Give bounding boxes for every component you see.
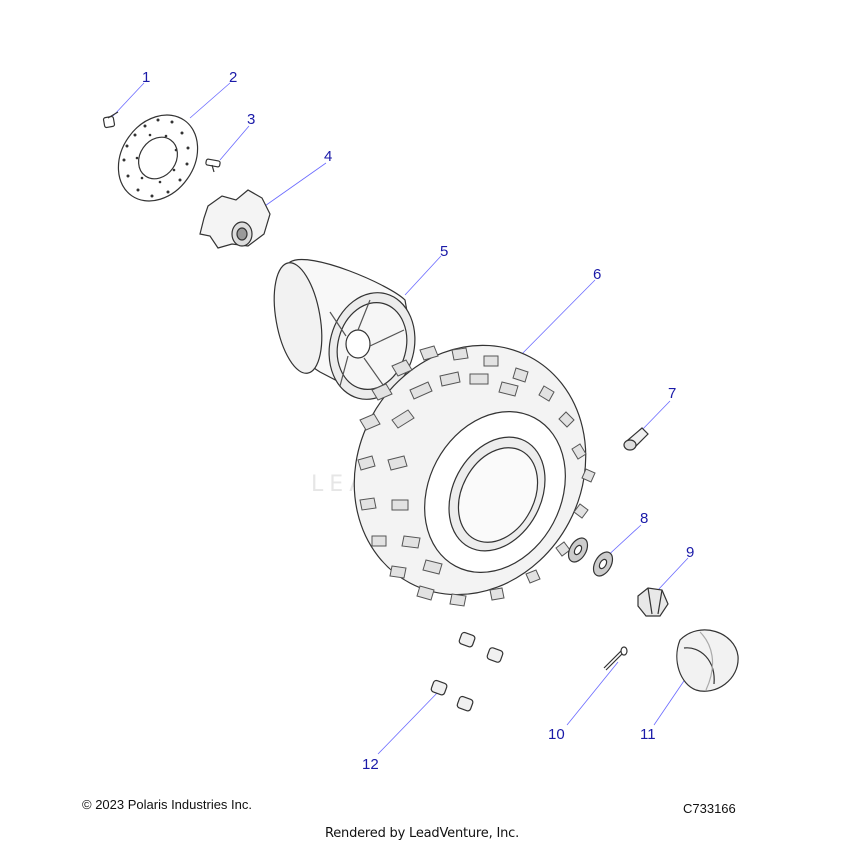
- callout-8[interactable]: 8: [640, 510, 649, 527]
- stud-part-3: [205, 158, 221, 173]
- tire-part-6: [353, 344, 596, 607]
- copyright-text: © 2023 Polaris Industries Inc.: [82, 797, 252, 812]
- callout-5[interactable]: 5: [440, 243, 449, 260]
- valve-stem-part-7: [623, 427, 649, 451]
- rendered-by-text: Rendered by LeadVenture, Inc.: [324, 826, 520, 841]
- castle-nut-part-9: [637, 587, 669, 617]
- callout-1[interactable]: 1: [142, 69, 151, 86]
- washers-part-8: [567, 537, 614, 577]
- hub-part-4: [199, 189, 271, 249]
- callout-3[interactable]: 3: [247, 111, 256, 128]
- brake-disc-part-2: [117, 114, 199, 202]
- callout-2[interactable]: 2: [229, 69, 238, 86]
- diagram-code: C733166: [683, 801, 736, 816]
- callout-6[interactable]: 6: [593, 266, 602, 283]
- lug-nuts-part-12: [430, 631, 504, 712]
- callout-10[interactable]: 10: [548, 726, 565, 743]
- callout-9[interactable]: 9: [686, 544, 695, 561]
- cotter-pin-part-10: [603, 646, 628, 671]
- callout-7[interactable]: 7: [668, 385, 677, 402]
- callout-12[interactable]: 12: [362, 756, 379, 773]
- wheel-rim-part-5: [273, 259, 416, 400]
- callout-4[interactable]: 4: [324, 148, 333, 165]
- bolt-part-1: [102, 111, 119, 129]
- callout-11[interactable]: 11: [640, 726, 656, 743]
- hub-cap-part-11: [676, 629, 739, 692]
